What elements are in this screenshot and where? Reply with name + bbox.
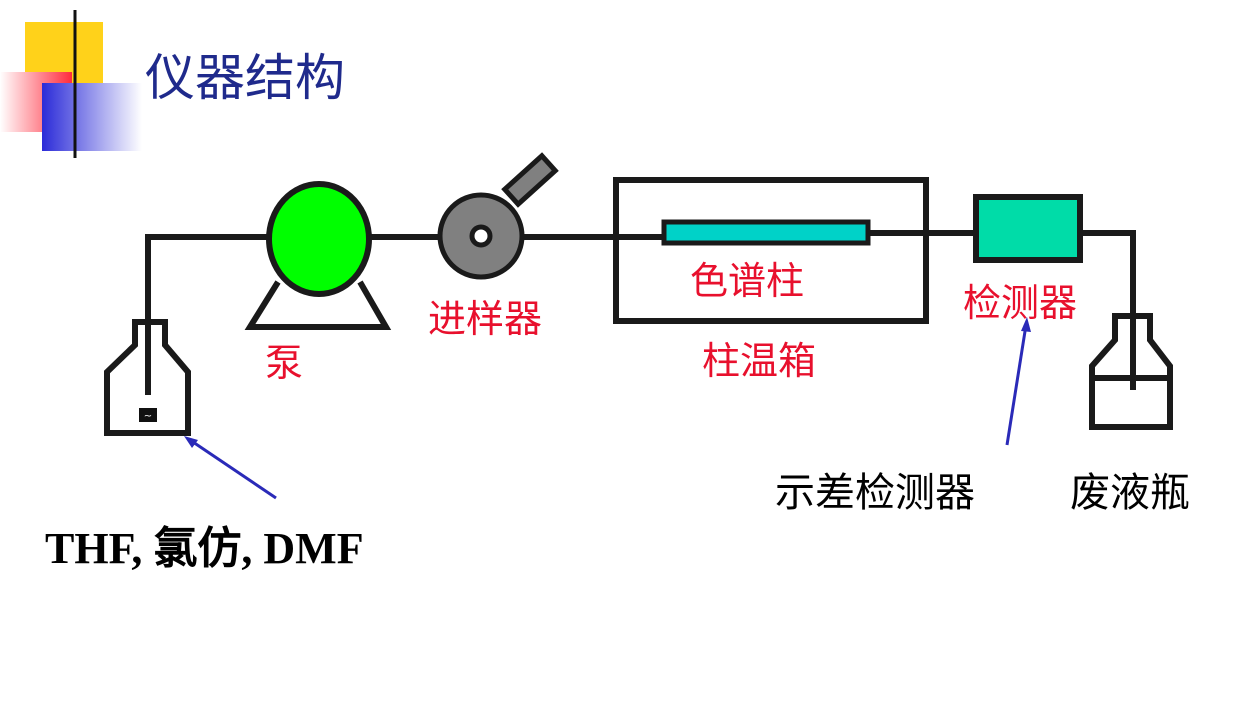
detector-to-waste-line: [1080, 230, 1136, 390]
detector-arrowhead: [1021, 317, 1031, 332]
solvent-bottle: ~: [104, 319, 191, 436]
pump-icon: [244, 181, 392, 330]
column-label: 色谱柱: [690, 259, 805, 303]
ri-detector-label: 示差检测器: [775, 470, 975, 516]
header-decoration: [0, 10, 1160, 158]
detector-arrow: [1005, 324, 1028, 446]
waste-bottle-label: 废液瓶: [1070, 470, 1190, 516]
pump-label: 泵: [265, 341, 304, 385]
waste-bottle: [1089, 313, 1173, 430]
detector-icon: [973, 194, 1083, 263]
arrows: [184, 317, 1031, 500]
injector-label: 进样器: [428, 297, 543, 341]
svg-text:~: ~: [144, 411, 152, 422]
detector-label: 检测器: [963, 281, 1078, 325]
stir-bar-icon: [139, 408, 157, 422]
solvent-arrowhead: [184, 436, 198, 448]
solvent-line: [145, 234, 270, 395]
page-title: 仪器结构: [145, 49, 345, 107]
column-icon: [661, 219, 871, 246]
oven-label: 柱温箱: [702, 339, 817, 383]
injector-icon: [437, 152, 559, 280]
solvent-arrow: [189, 438, 277, 500]
solvents-label: THF, 氯仿, DMF: [45, 524, 364, 573]
blue-square: [42, 83, 142, 151]
tubing: [145, 230, 1136, 395]
column-oven-box: [613, 177, 929, 324]
